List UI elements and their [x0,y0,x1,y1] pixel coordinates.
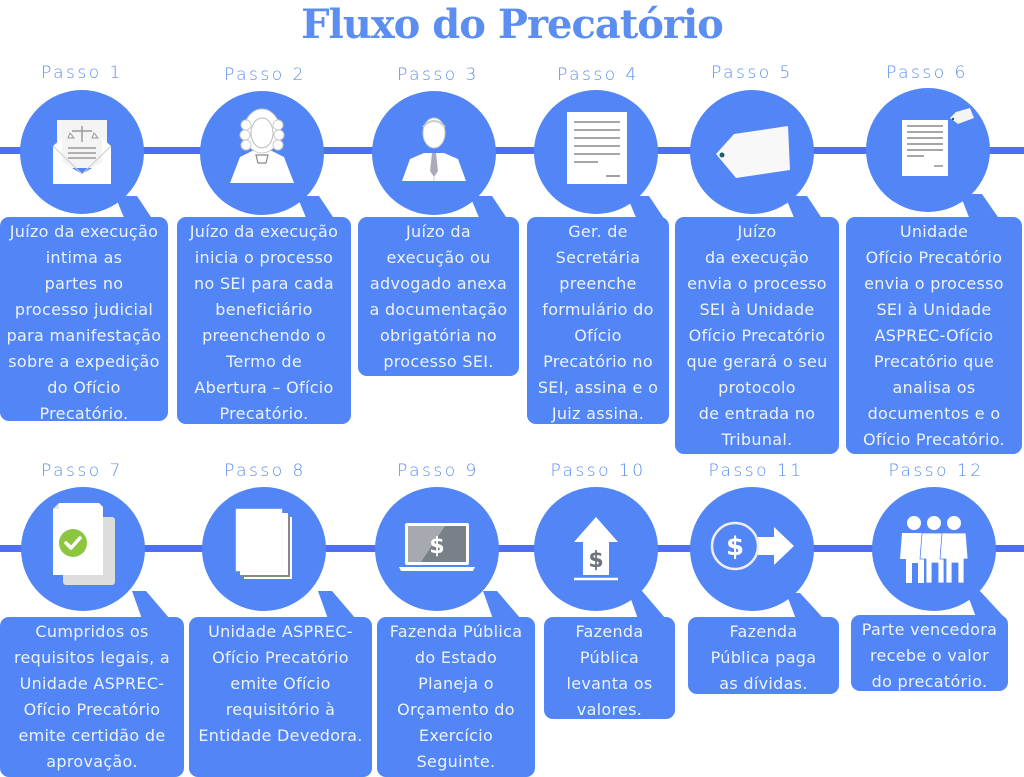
step-5-circle [690,90,814,214]
step-11-label: Passo 11 [708,461,804,481]
step-9-circle: $ [375,487,499,611]
step-4-label: Passo 4 [557,65,639,85]
step-12-circle [872,487,996,611]
svg-text:$: $ [726,532,744,562]
step-2-label: Passo 2 [224,65,306,85]
step-9-label: Passo 9 [397,461,479,481]
page-title: Fluxo do Precatório [301,1,724,48]
step-6-circle [866,88,990,212]
judge-wig-icon [230,108,294,183]
step-3-label: Passo 3 [397,65,479,85]
group-people-icon [900,516,969,584]
document-stack-icon [235,508,292,579]
laptop-dollar-icon: $ [399,523,475,571]
step-4-callout-tail [627,196,665,220]
step-2-callout-tail [297,196,335,220]
step-1-callout-tail [115,196,153,220]
step-3-circle [372,91,496,215]
step-3-callout-tail [470,196,508,220]
svg-text:$: $ [588,548,603,573]
dollar-arrow-right-icon: $ [710,521,794,571]
step-8-callout-tail [318,591,356,619]
step-10-circle: $ [534,487,658,611]
step-10-label: Passo 10 [550,461,646,481]
timeline-line-row-1 [0,147,1024,154]
arrow-up-dollar-icon: $ [574,517,618,581]
step-5-label: Passo 5 [711,63,793,83]
step-1-label: Passo 1 [41,63,123,83]
step-8-label: Passo 8 [224,461,306,481]
step-11-circle: $ [690,487,814,611]
step-12-label: Passo 12 [888,461,984,481]
step-2-circle [200,91,324,215]
document-check-icon [53,503,115,585]
step-7-label: Passo 7 [41,461,123,481]
document-tag-icon [902,108,974,176]
tag-label-icon [716,126,790,178]
step-11-callout-tail [786,593,824,619]
timeline-line-row-2 [0,545,1024,552]
step-9-callout-tail [483,591,521,619]
step-5-callout-tail [785,196,823,220]
svg-text:$: $ [429,534,444,559]
document-form-icon [567,112,627,184]
lawyer-tie-icon [402,117,466,181]
step-7-circle [21,487,145,611]
step-7-callout-tail [132,591,170,619]
step-10-callout-tail [628,591,666,619]
step-8-circle [202,487,326,611]
step-1-circle [20,90,144,214]
step-4-circle [534,90,658,214]
step-6-callout-tail [960,194,1000,220]
step-6-label: Passo 6 [886,63,968,83]
step-12-callout-tail [966,591,1004,617]
envelope-letter-scales-icon [52,120,112,184]
